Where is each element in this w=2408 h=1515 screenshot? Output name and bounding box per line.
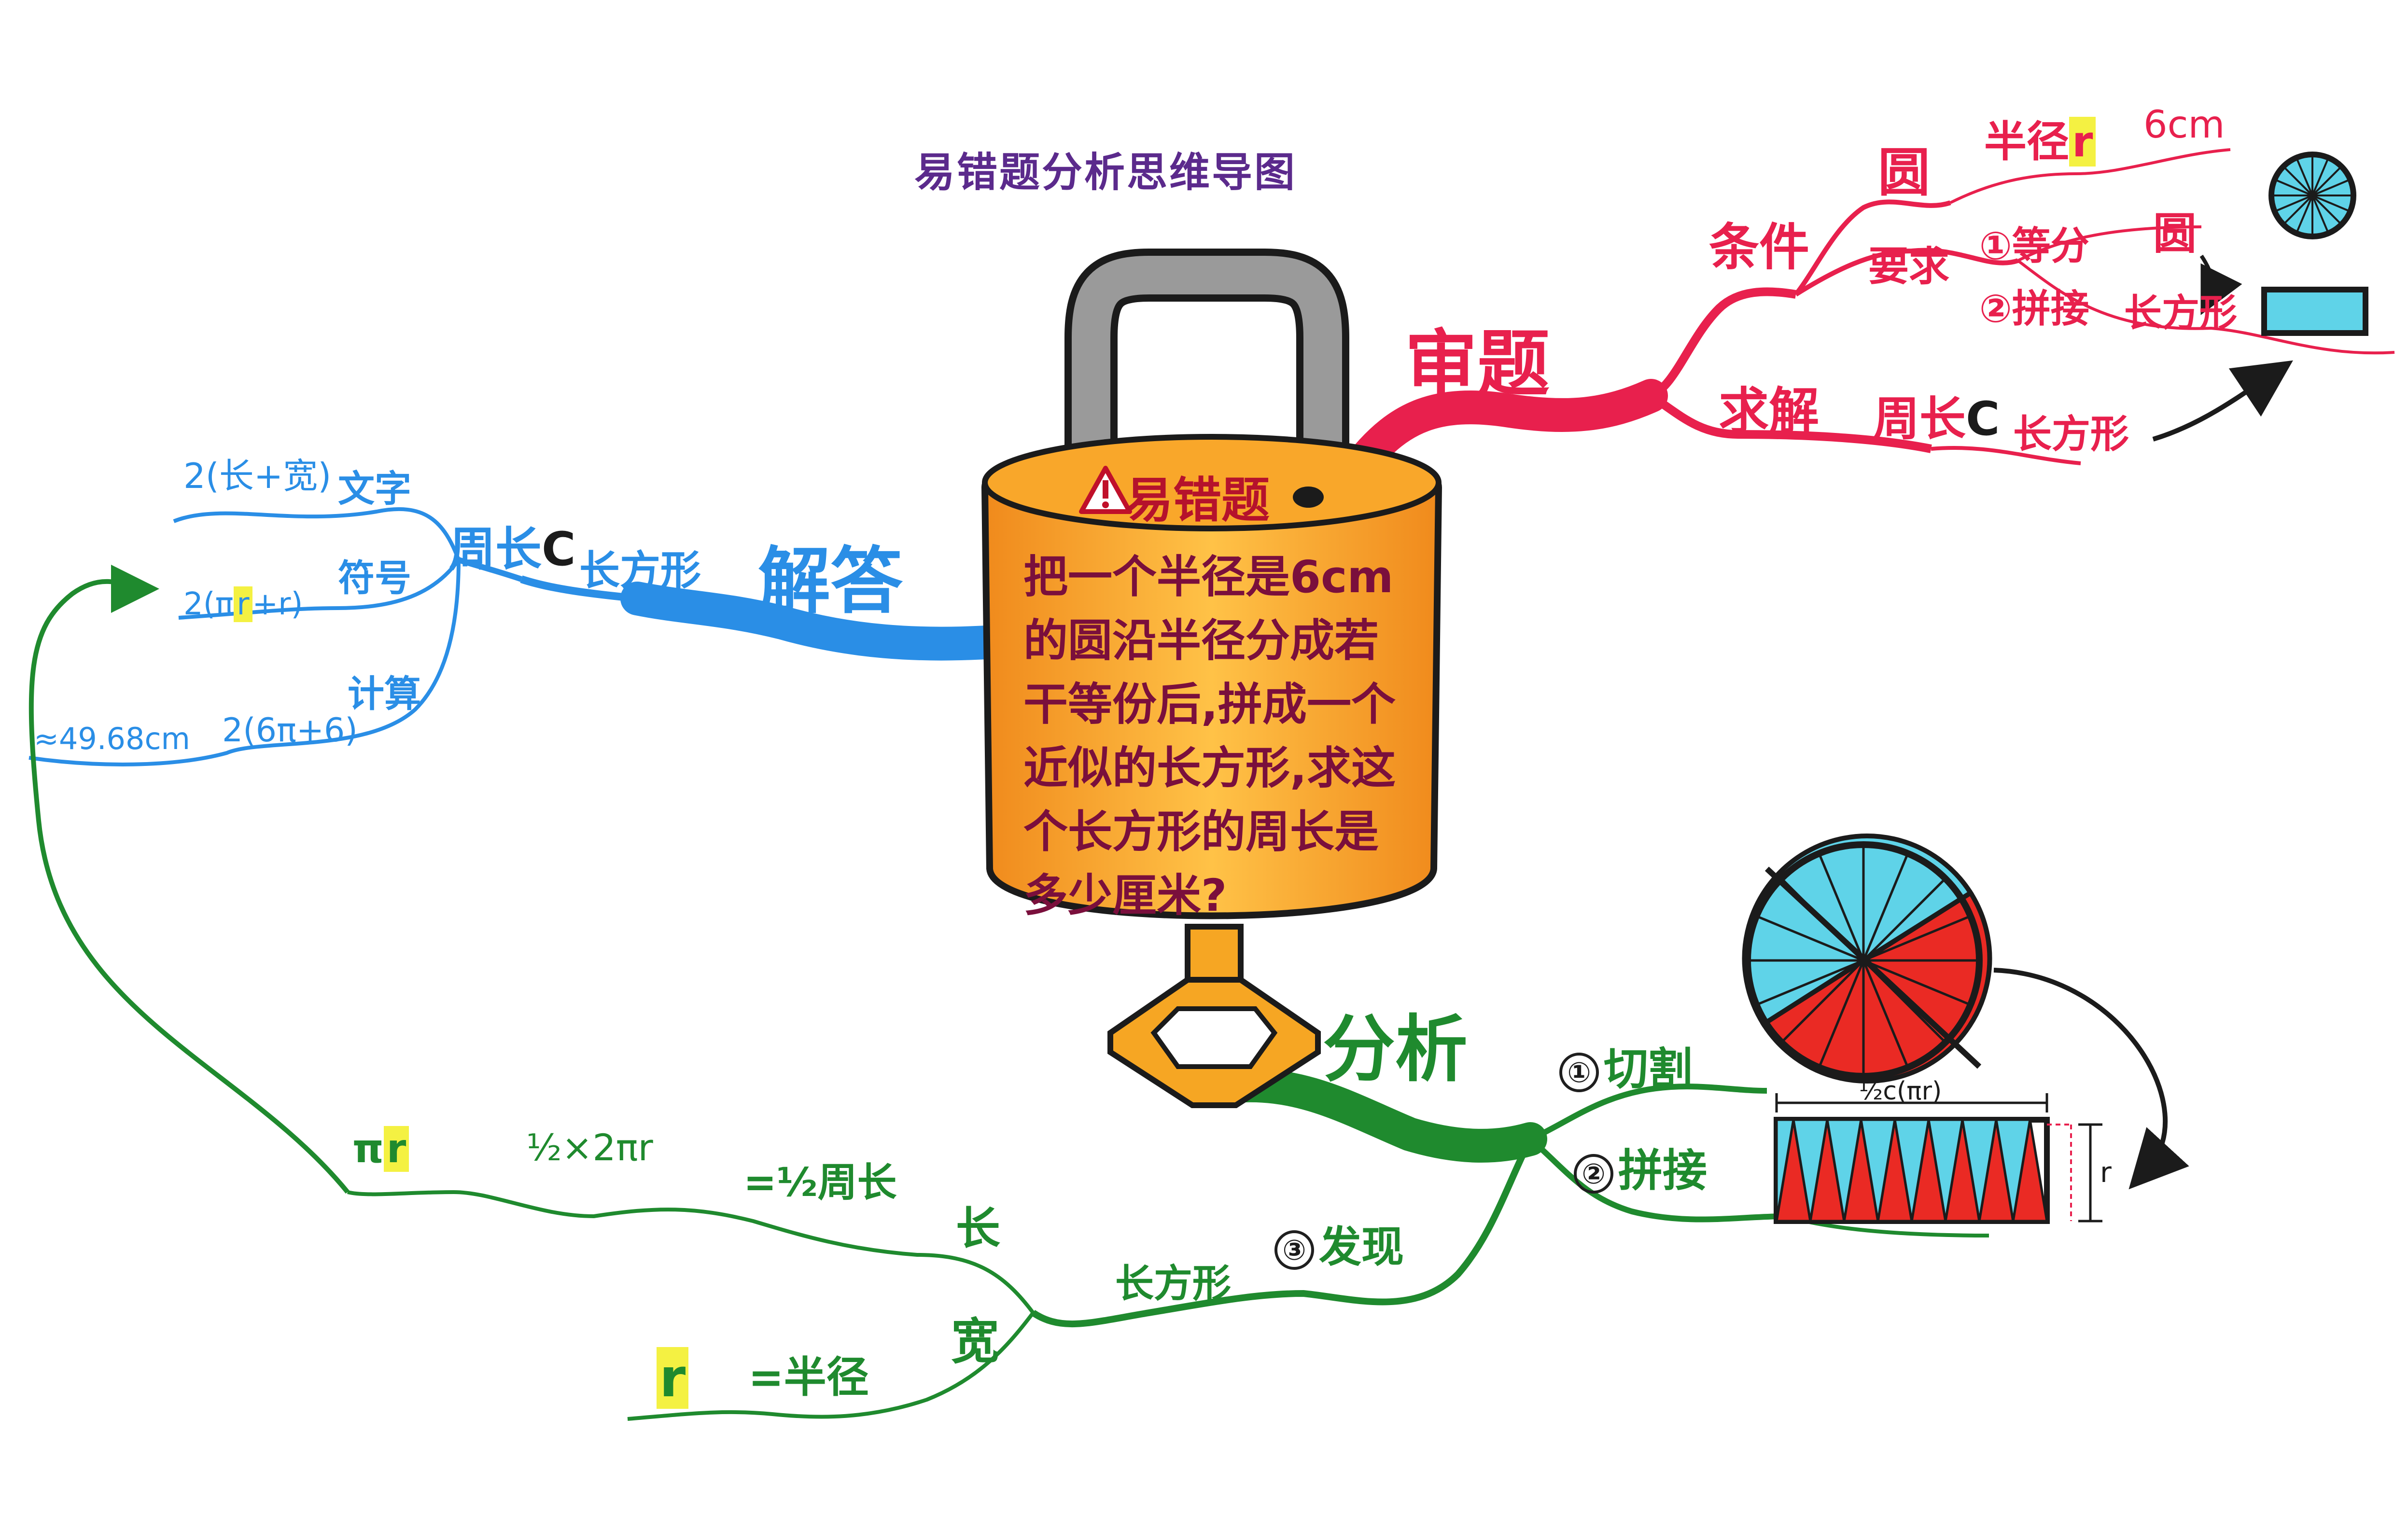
- review-radius-text: 半径: [1984, 117, 2070, 167]
- analysis-step2-num: ②: [1574, 1154, 1613, 1194]
- answer-label: 解答: [758, 540, 903, 624]
- analysis-step2-text: 拼接: [1618, 1145, 1708, 1196]
- rectangle-icon: [2261, 287, 2368, 336]
- page-title: 易错题分析思维导图: [914, 149, 1297, 196]
- answer-symbol-r: r: [234, 586, 252, 622]
- answer-symbol-pre: 2(π: [183, 586, 234, 622]
- review-radius: 半径r: [1984, 117, 2096, 167]
- review-condition: 条件: [1709, 218, 1810, 277]
- analysis-step3-num: ③: [1274, 1230, 1314, 1270]
- analysis-dim-top: ½c(πr): [1859, 1077, 1942, 1106]
- lock-illustration: [981, 249, 1442, 1108]
- blue-triangle: [1961, 1118, 1998, 1222]
- analysis-branch: [28, 564, 1989, 1421]
- cut-circle-illustration: [1742, 834, 2189, 1190]
- answer-perimeter-text: 周长: [449, 522, 542, 576]
- review-req1-text: 等分: [2012, 223, 2089, 268]
- answer-calc-formula: 2(6π+6): [222, 711, 358, 750]
- review-req1-obj: 圆: [2153, 208, 2197, 259]
- review-req2-text: 拼接: [2012, 286, 2089, 331]
- review-branch: [1344, 148, 2395, 480]
- review-req1: ①等分: [1979, 227, 2089, 265]
- blue-triangle: [1775, 1118, 1795, 1222]
- analysis-label: 分析: [1323, 1008, 1468, 1092]
- review-solve: 求解: [1719, 382, 1820, 441]
- blue-triangle: [1893, 1118, 1930, 1222]
- review-req2: ②拼接: [1979, 290, 2089, 328]
- answer-words-formula: 2(长+宽): [183, 456, 332, 496]
- answer-calc-tag: 计算: [348, 672, 421, 715]
- analysis-length: 长: [956, 1203, 1001, 1254]
- blue-triangle: [1927, 1118, 1964, 1222]
- blue-triangle: [1995, 1118, 2031, 1222]
- answer-perimeter-symbol: C: [542, 522, 576, 576]
- spliced-rectangle-illustration: [1774, 1093, 2102, 1224]
- analysis-pi-r: πr: [352, 1126, 409, 1172]
- lock-warning-label: 易错题: [1125, 472, 1270, 528]
- analysis-rect: 长方形: [1115, 1261, 1231, 1306]
- analysis-step1-num: ①: [1559, 1052, 1599, 1092]
- analysis-width: 宽: [951, 1313, 999, 1370]
- answer-branch: [28, 507, 1011, 766]
- circle-sectors-icon: [2268, 152, 2356, 239]
- answer-perimeter: 周长C: [449, 526, 575, 572]
- review-perimeter-symbol: C: [1966, 392, 2000, 446]
- review-radius-value: 6cm: [2143, 103, 2225, 147]
- analysis-dim-side: r: [2100, 1156, 2112, 1189]
- review-requirement: 要求: [1868, 243, 1950, 290]
- review-solve-obj: 长方形: [2013, 412, 2129, 457]
- answer-words-tag: 文字: [338, 467, 411, 510]
- analysis-eq-radius: =半径: [748, 1352, 869, 1402]
- analysis-pi-r-pi: π: [352, 1126, 384, 1172]
- review-req2-num: ②: [1979, 286, 2012, 331]
- analysis-width-symbol-text: r: [657, 1347, 689, 1409]
- review-perimeter: 周长C: [1873, 396, 2000, 442]
- answer-rect: 长方形: [579, 547, 701, 594]
- analysis-width-symbol: r: [657, 1347, 689, 1409]
- answer-calc-result: ≈49.68cm: [34, 721, 190, 756]
- answer-symbol-formula: 2(πr+r): [183, 586, 303, 622]
- review-label: 审题: [1405, 322, 1550, 406]
- review-perimeter-text: 周长: [1873, 392, 1966, 446]
- lock-question: 把一个半径是6cm的圆沿半径分成若干等份后,拼成一个近似的长方形,求这个长方形的…: [1023, 551, 1396, 921]
- blue-triangle: [1826, 1118, 1862, 1222]
- analysis-pi-r-r: r: [383, 1126, 409, 1172]
- blue-triangle: [1860, 1118, 1896, 1222]
- review-req1-num: ①: [1979, 223, 2012, 268]
- analysis-step1-text: 切割: [1604, 1043, 1693, 1095]
- blue-triangle: [1792, 1118, 1829, 1222]
- review-radius-symbol: r: [2069, 117, 2096, 167]
- answer-symbol-post: +r): [252, 586, 303, 622]
- answer-symbol-tag: 符号: [338, 556, 411, 599]
- review-circle: 圆: [1878, 143, 1931, 203]
- analysis-half-perimeter: =½周长: [743, 1160, 897, 1206]
- analysis-half-formula: ½×2πr: [526, 1126, 653, 1169]
- analysis-step3-text: 发现: [1319, 1222, 1404, 1272]
- review-req2-obj: 长方形: [2124, 292, 2238, 335]
- warning-icon: [1079, 466, 1132, 514]
